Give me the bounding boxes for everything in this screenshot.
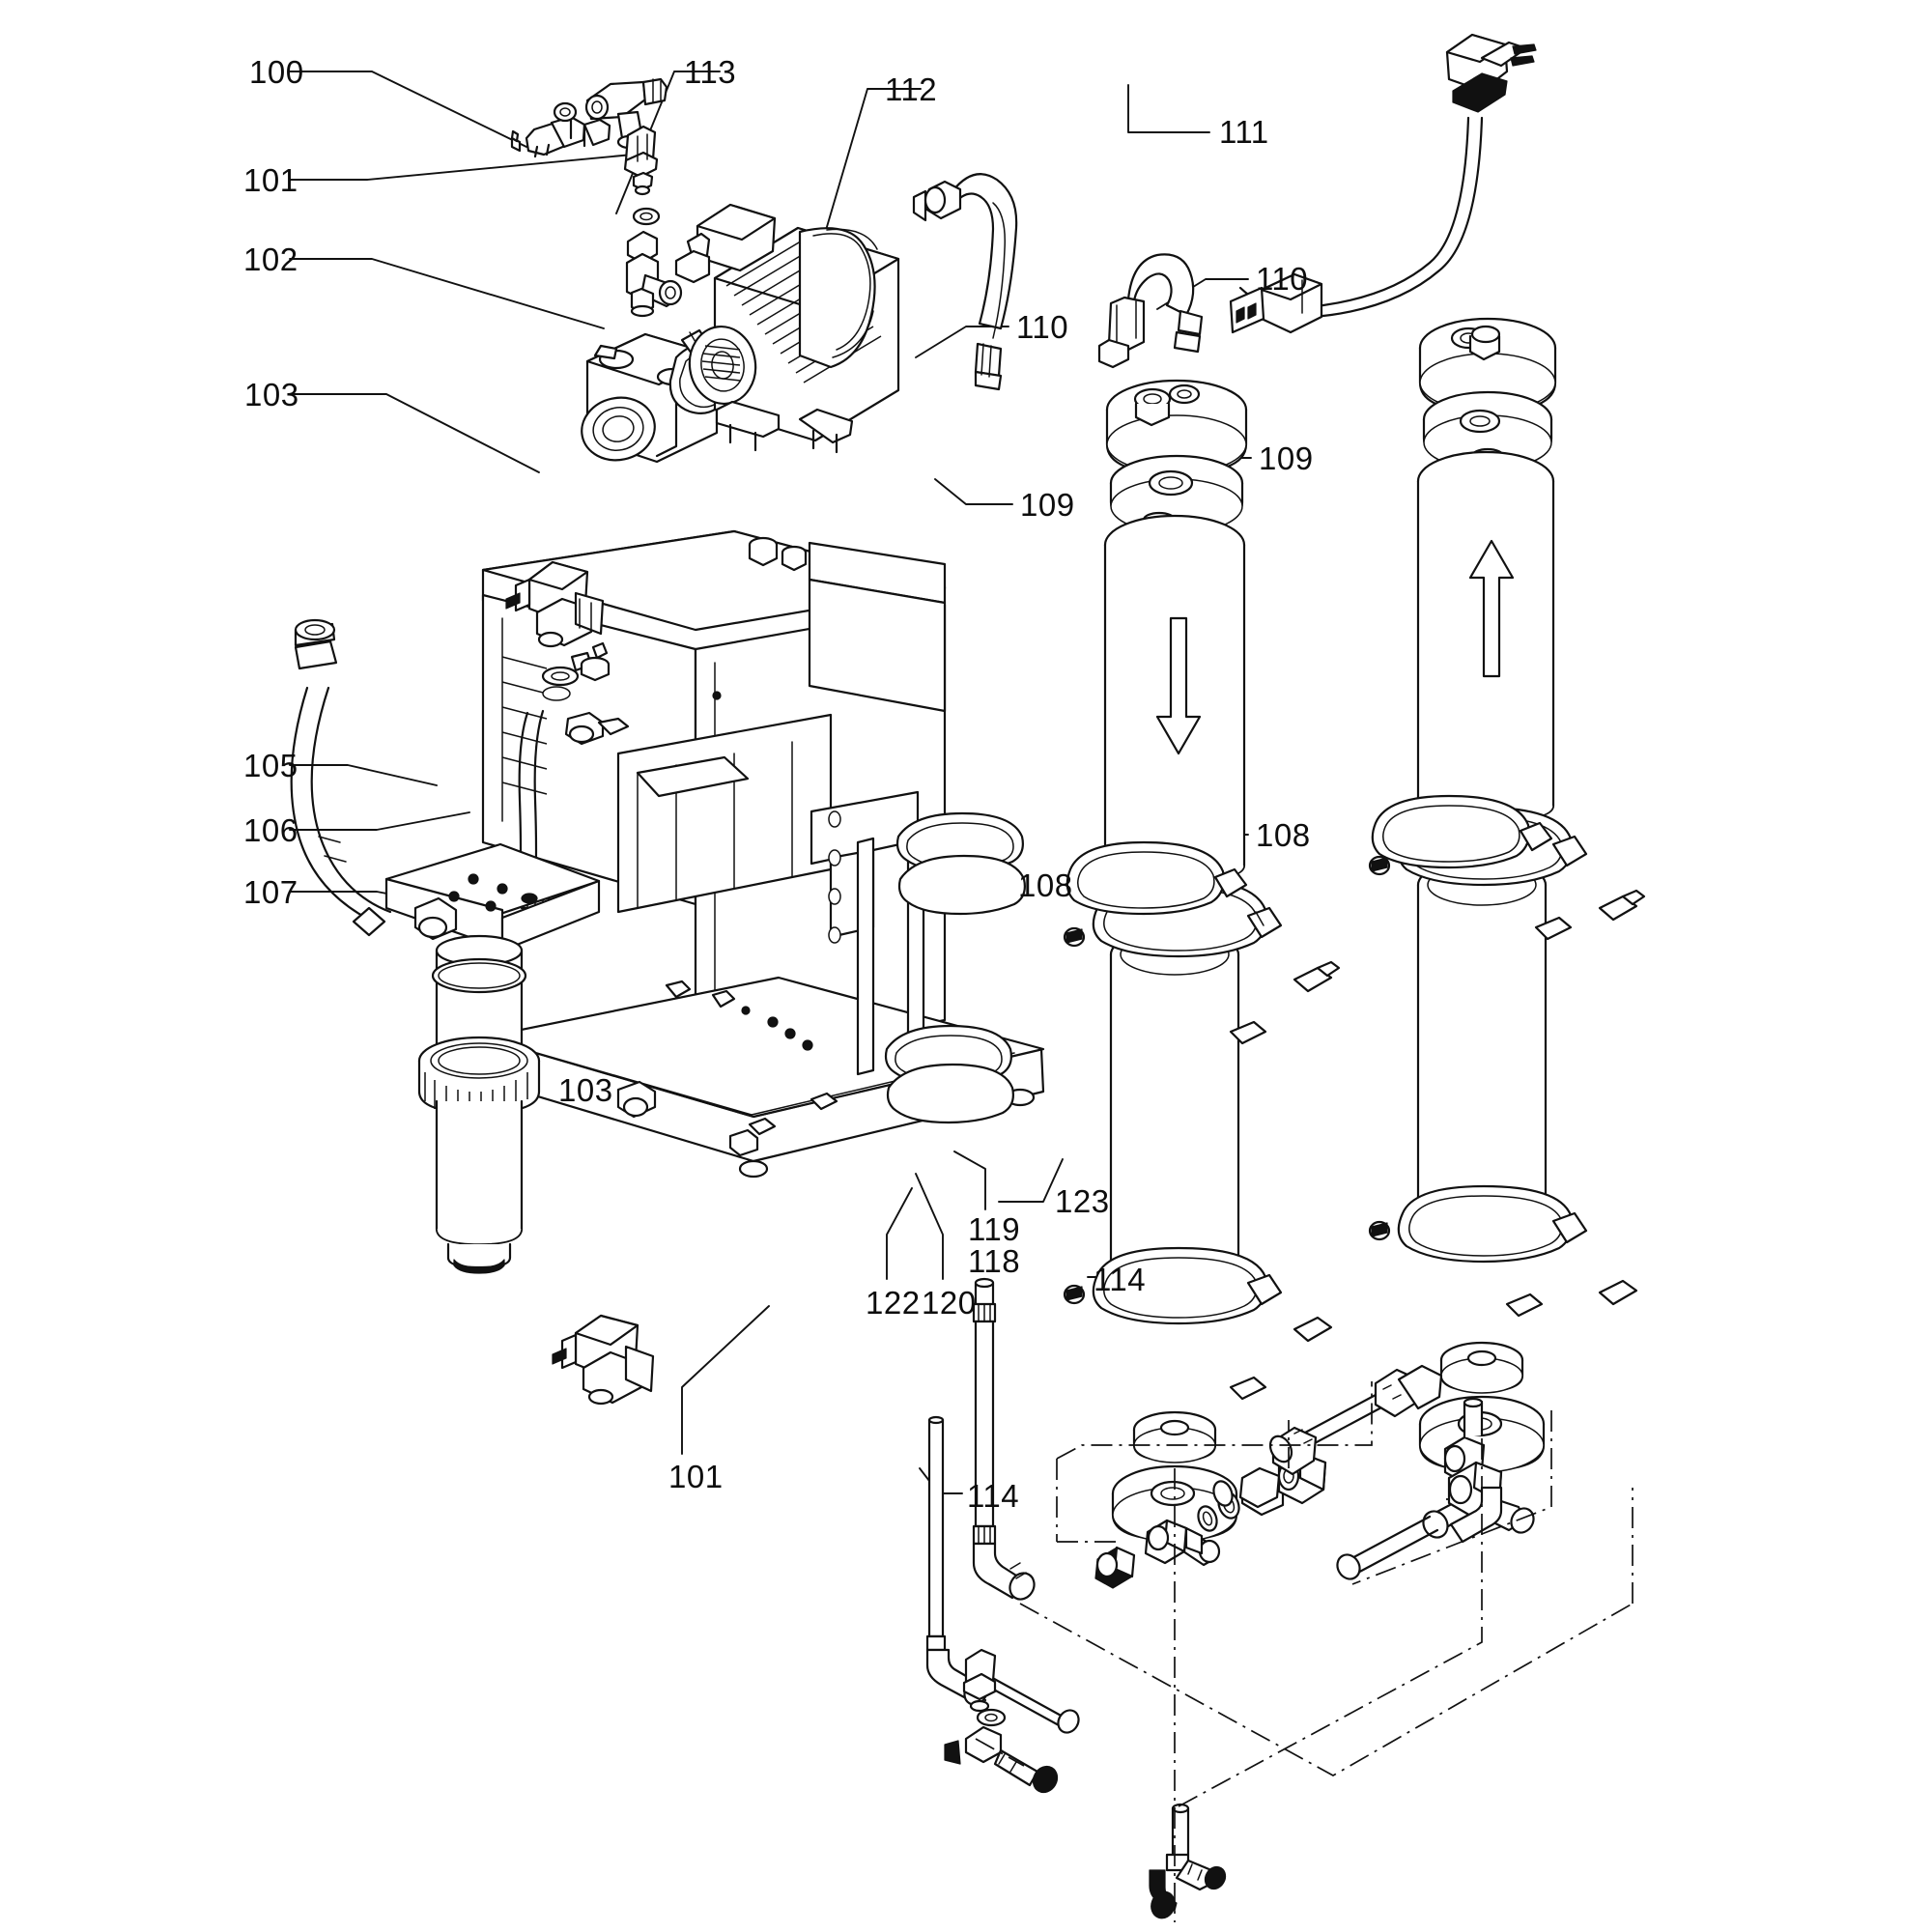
- part-108-vessel-right: [1416, 858, 1548, 1229]
- part-113-motor-assembly: [674, 203, 900, 454]
- right-lower-elbow-group: [1447, 1461, 1503, 1544]
- callout-120: 120: [922, 1285, 977, 1321]
- callout-122: 122: [866, 1285, 921, 1321]
- part-112-flexible-hose: [912, 173, 1018, 391]
- callout-118: 118: [968, 1243, 1021, 1279]
- part-103-solenoid-valve-bottom: [552, 1314, 655, 1406]
- clamp-ring-right-top2: [1371, 794, 1553, 869]
- part-109-cartridge-middle: [1103, 511, 1246, 883]
- callout-107: 107: [243, 874, 298, 910]
- fitting-114-right-upper: [1336, 1397, 1486, 1580]
- part-101-tee-fitting: [625, 230, 683, 318]
- callout-119: 119: [968, 1211, 1021, 1247]
- callout-103-top: 103: [244, 377, 299, 412]
- bottom-tee-assembly-101: [944, 1648, 1059, 1794]
- bottom-piping-left: [925, 1277, 1080, 1734]
- part-110-head-middle: [1105, 379, 1248, 534]
- filter-inlet-hose: [290, 618, 392, 937]
- part-100-elbow: [584, 77, 668, 150]
- callout-114-bottom: 114: [967, 1478, 1020, 1514]
- fitting-114-lower: [1149, 1803, 1227, 1919]
- part-105-oring: [431, 957, 527, 994]
- phantom-assembly-lines: [975, 1381, 1634, 1922]
- callout-123: 123: [1055, 1183, 1110, 1219]
- callout-110-middle: 110: [1016, 309, 1069, 345]
- part-101-oring: [632, 207, 661, 226]
- part-108-vessel-middle: [1109, 927, 1240, 1291]
- fitting-122: [1094, 1546, 1136, 1589]
- callout-100: 100: [249, 54, 304, 90]
- part-101-vent-plug: [623, 125, 659, 196]
- fitting-120-nut: [1144, 1519, 1204, 1565]
- callout-106: 106: [243, 812, 298, 848]
- part-110-head-right: [1418, 317, 1557, 470]
- clamp-bolts-right: [1368, 855, 1646, 1318]
- machine-frame-chassis: [481, 529, 1045, 1179]
- part-100-oring: [553, 101, 578, 123]
- part-103-solenoid-valve-top: [505, 560, 605, 648]
- bent-hose-pair: [1097, 253, 1204, 369]
- clamp-ring-middle-bottom: [1092, 1246, 1283, 1325]
- clamp-bolts-middle: [1063, 926, 1341, 1401]
- connector-hose-123: [1268, 1364, 1443, 1476]
- callout-113: 113: [684, 54, 737, 90]
- part-111-power-cord: [1229, 33, 1537, 334]
- callout-112: 112: [885, 71, 938, 107]
- callout-109-right: 109: [1259, 440, 1314, 476]
- part-107-filter-bowl: [435, 1099, 524, 1274]
- callout-102: 102: [243, 242, 298, 277]
- callout-101-top: 101: [243, 162, 298, 198]
- callout-114-right: 114: [1094, 1262, 1147, 1297]
- frame-clamp-rings: [884, 811, 1026, 1124]
- part-filter-mount-plate: [384, 842, 601, 952]
- callout-108-middle: 108: [1018, 867, 1073, 903]
- callout-108-right: 108: [1256, 817, 1311, 853]
- callout-105: 105: [243, 748, 298, 783]
- part-109-cartridge-right: [1416, 447, 1555, 823]
- part-106-knurled-collar: [417, 1036, 541, 1124]
- callout-111: 111: [1219, 114, 1269, 150]
- part-100-pressure-switch: [510, 115, 611, 158]
- callout-109-middle: 109: [1020, 487, 1075, 523]
- callout-101-bottom: 101: [668, 1459, 724, 1494]
- clamp-ring-right-bottom: [1397, 1184, 1588, 1264]
- callout-110-right: 110: [1256, 261, 1309, 297]
- clamp-ring-middle-top2: [1065, 840, 1248, 916]
- callout-103-bottom: 103: [558, 1072, 613, 1108]
